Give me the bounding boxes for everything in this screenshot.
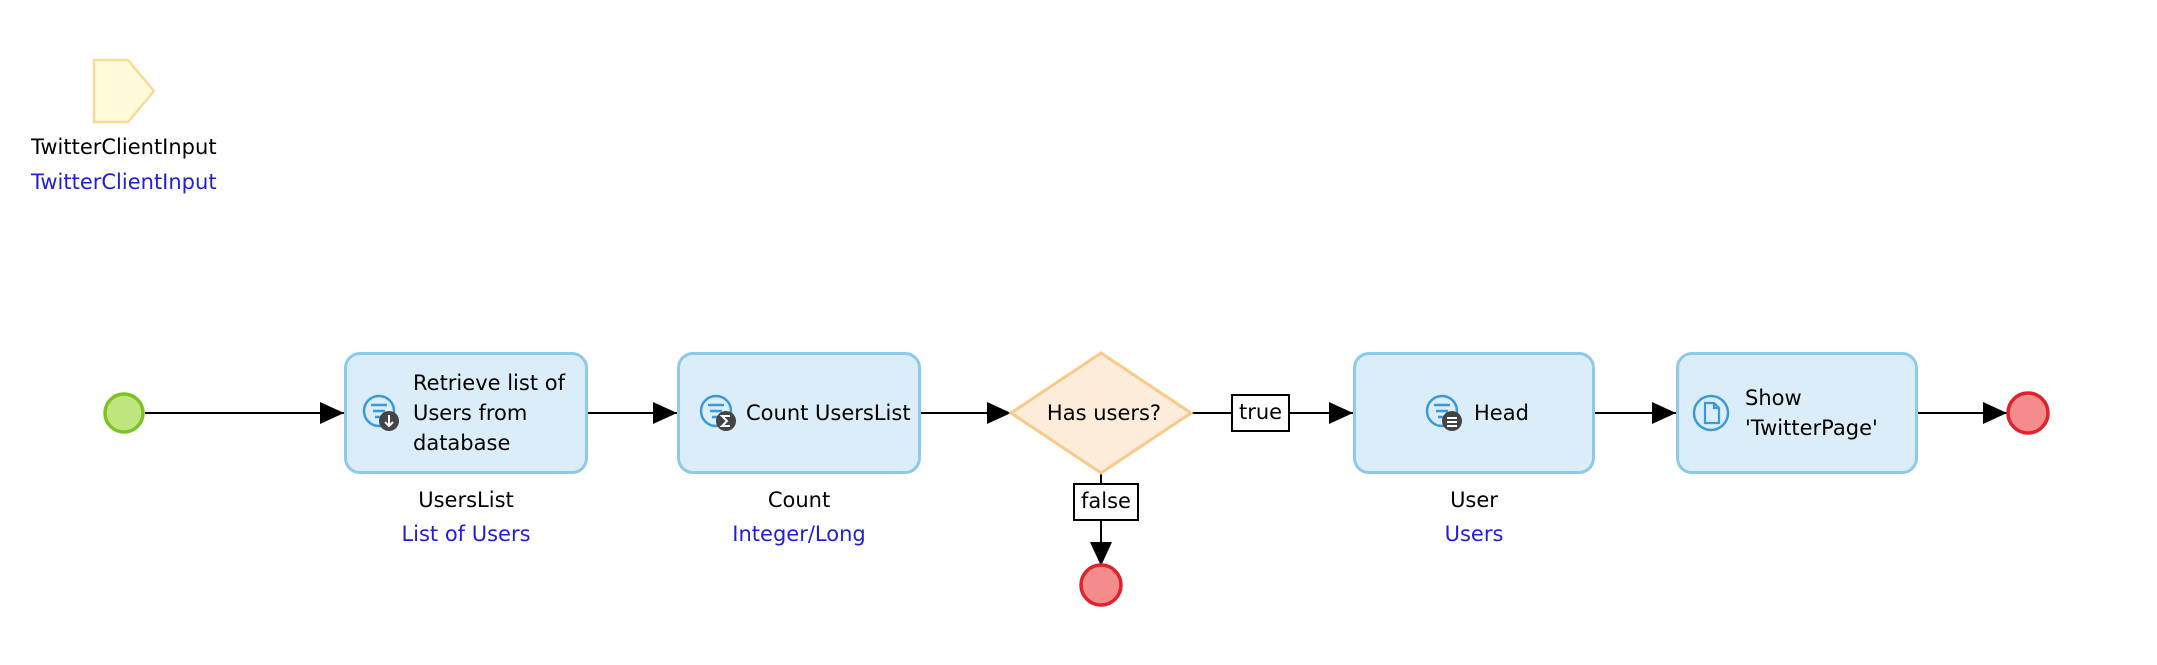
list-operation-icon: [1425, 394, 1462, 431]
arrowhead-decision: [987, 402, 1011, 424]
activity-retrieve-label: Retrieve list of Users from database: [413, 371, 565, 455]
activity-head-output-type: Users: [1444, 522, 1504, 546]
activity-show-page[interactable]: Show 'TwitterPage': [1676, 352, 1918, 474]
activity-head-output-name: User: [1450, 488, 1498, 512]
start-event[interactable]: [103, 392, 145, 434]
end-event[interactable]: [2006, 391, 2050, 435]
arrowhead-show: [1652, 402, 1676, 424]
parameter-name: TwitterClientInput: [31, 135, 217, 159]
arrowhead-retrieve: [320, 402, 344, 424]
arrowhead-false-end: [1090, 542, 1112, 566]
activity-head-label: Head: [1474, 401, 1529, 425]
flow-label-true: true: [1231, 394, 1291, 432]
activity-show-page-label: Show 'TwitterPage': [1745, 386, 1878, 440]
activity-count-label: Count UsersList: [746, 401, 911, 425]
decision-diamond[interactable]: [1008, 351, 1194, 475]
aggregate-icon: [699, 394, 736, 431]
retrieve-icon: [362, 394, 399, 431]
decision-label: Has users?: [1046, 401, 1162, 425]
activity-retrieve-output-type: List of Users: [401, 522, 531, 546]
parameter-pentagon-icon[interactable]: [92, 58, 156, 124]
arrowhead-head: [1329, 402, 1353, 424]
activity-count-output-type: Integer/Long: [732, 522, 866, 546]
activity-retrieve[interactable]: Retrieve list of Users from database: [344, 352, 588, 474]
end-event-false[interactable]: [1079, 563, 1123, 607]
parameter-type: TwitterClientInput: [31, 170, 217, 194]
activity-count-output-name: Count: [767, 488, 831, 512]
flow-label-false: false: [1073, 483, 1139, 521]
activity-count[interactable]: Count UsersList: [677, 352, 921, 474]
activity-head[interactable]: Head: [1353, 352, 1595, 474]
activity-retrieve-output-name: UsersList: [418, 488, 514, 512]
page-icon: [1692, 394, 1730, 432]
arrowhead-count: [653, 402, 677, 424]
arrowhead-end: [1983, 402, 2007, 424]
